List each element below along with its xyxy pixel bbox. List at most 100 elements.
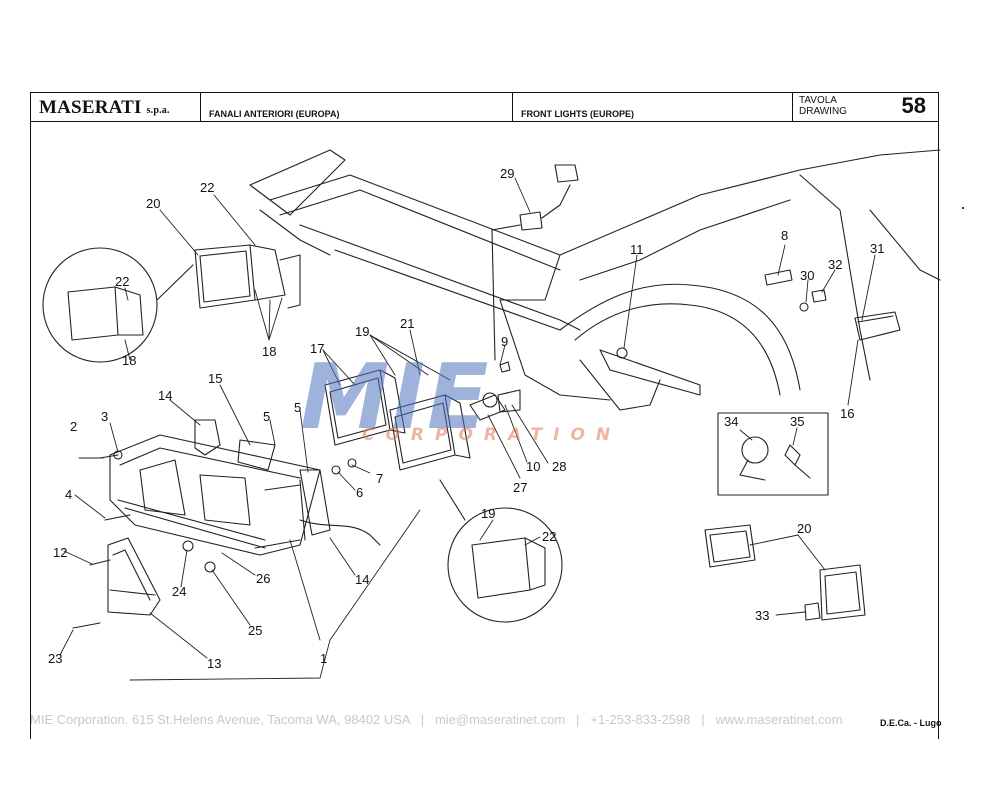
- bulb-8: [764, 269, 793, 286]
- callout-8: 8: [781, 228, 788, 243]
- callout-2: 2: [70, 419, 77, 434]
- drawing-frame: [30, 121, 939, 739]
- screw-4: [104, 514, 131, 521]
- screw-2: [99, 454, 119, 459]
- fog-lamp-20: [194, 244, 301, 309]
- callout-33: 33: [755, 608, 769, 623]
- footer-separator: |: [576, 712, 580, 727]
- wiring-harness-14: [299, 519, 381, 546]
- callout-labels: 22 20 22 18 18 19 17 21 29 9 11 8 30 32 …: [48, 166, 884, 671]
- callout-5: 5: [294, 400, 301, 415]
- callout-23: 23: [48, 651, 62, 666]
- callout-1: 1: [320, 651, 327, 666]
- headlamp-17-right: [389, 394, 471, 471]
- callout-31: 31: [870, 241, 884, 256]
- callout-12: 12: [53, 545, 67, 560]
- callout-7: 7: [376, 471, 383, 486]
- callout-30: 30: [800, 268, 814, 283]
- callout-32: 32: [828, 257, 842, 272]
- callout-22: 22: [542, 529, 556, 544]
- callout-10: 10: [526, 459, 540, 474]
- brand-logo: MASERATI s.p.a.: [39, 97, 170, 118]
- callout-20: 20: [146, 196, 160, 211]
- footer-separator: |: [420, 712, 425, 727]
- nut-7: [347, 458, 357, 468]
- bracket-15: [237, 439, 276, 471]
- callout-29: 29: [500, 166, 514, 181]
- callout-18: 18: [262, 344, 276, 359]
- callout-24: 24: [172, 584, 186, 599]
- callout-20: 20: [797, 521, 811, 536]
- callout-19: 19: [355, 324, 369, 339]
- callout-35: 35: [790, 414, 804, 429]
- nut-24: [182, 540, 194, 552]
- english-title-cell: FRONT LIGHTS (EUROPE): [513, 93, 793, 121]
- callout-6: 6: [356, 485, 363, 500]
- detail-circle-19: [439, 479, 563, 623]
- callout-14: 14: [158, 388, 172, 403]
- footer-email[interactable]: mie@maseratinet.com: [434, 712, 566, 727]
- callout-34: 34: [724, 414, 738, 429]
- callout-18: 18: [122, 353, 136, 368]
- footer-company: MIE Corporation. 615 St.Helens Avenue, T…: [30, 712, 410, 727]
- callout-21: 21: [400, 316, 414, 331]
- drafter-credit: D.E.Ca. - Lugo: [880, 718, 942, 728]
- title-block: MASERATI s.p.a. FANALI ANTERIORI (EUROPA…: [30, 92, 939, 122]
- connector-28: [497, 389, 521, 413]
- callout-27: 27: [513, 480, 527, 495]
- bulb-32: [811, 289, 827, 303]
- connector-27: [469, 394, 506, 421]
- grommet-30: [799, 302, 809, 312]
- callout-19: 19: [481, 506, 495, 521]
- callout-22: 22: [200, 180, 214, 195]
- callout-13: 13: [207, 656, 221, 671]
- brand-cell: MASERATI s.p.a.: [31, 93, 201, 121]
- fog-lamp-20-right-a: [704, 524, 756, 568]
- bracket-5: [299, 469, 331, 536]
- callout-28: 28: [552, 459, 566, 474]
- detail-circle-18: [42, 247, 194, 363]
- title-italian: FANALI ANTERIORI (EUROPA): [209, 109, 340, 119]
- leader-lines: [59, 177, 876, 681]
- nut-25: [204, 561, 216, 573]
- nut-9: [499, 361, 511, 373]
- callout-16: 16: [840, 406, 854, 421]
- callout-14: 14: [355, 572, 369, 587]
- callout-25: 25: [248, 623, 262, 638]
- bracket-14: [194, 419, 221, 456]
- footer-contact: MIE Corporation. 615 St.Helens Avenue, T…: [30, 712, 843, 727]
- headlight-frame: [109, 434, 321, 556]
- car-body-outline: [249, 149, 941, 411]
- bulb-29: [491, 164, 579, 361]
- callout-26: 26: [256, 571, 270, 586]
- indicator-lamp-13: [107, 537, 161, 616]
- title-english: FRONT LIGHTS (EUROPE): [521, 109, 634, 119]
- scan-speck: [962, 207, 964, 209]
- connector-10: [482, 392, 498, 408]
- fog-lamp-20-right-b: [819, 564, 866, 621]
- inset-box-34-35: [717, 412, 829, 496]
- footer-separator: |: [701, 712, 705, 727]
- callout-5: 5: [263, 409, 270, 424]
- screw-23: [72, 622, 101, 629]
- callout-3: 3: [101, 409, 108, 424]
- callout-17: 17: [310, 341, 324, 356]
- screw-12: [89, 559, 111, 566]
- drawing-number: 58: [901, 93, 926, 118]
- watermark-logo: MIE: [300, 345, 491, 450]
- footer-phone: +1-253-833-2598: [590, 712, 691, 727]
- watermark-subtitle: CORPORATION: [362, 425, 622, 445]
- footer-website[interactable]: www.maseratinet.com: [715, 712, 843, 727]
- side-marker-16: [854, 311, 901, 341]
- callout-9: 9: [501, 334, 508, 349]
- callout-22: 22: [115, 274, 129, 289]
- callout-4: 4: [65, 487, 72, 502]
- bulb-33: [804, 602, 821, 621]
- washer-6: [331, 465, 341, 475]
- nut-11: [616, 347, 628, 359]
- italian-title-cell: FANALI ANTERIORI (EUROPA): [201, 93, 513, 121]
- callout-15: 15: [208, 371, 222, 386]
